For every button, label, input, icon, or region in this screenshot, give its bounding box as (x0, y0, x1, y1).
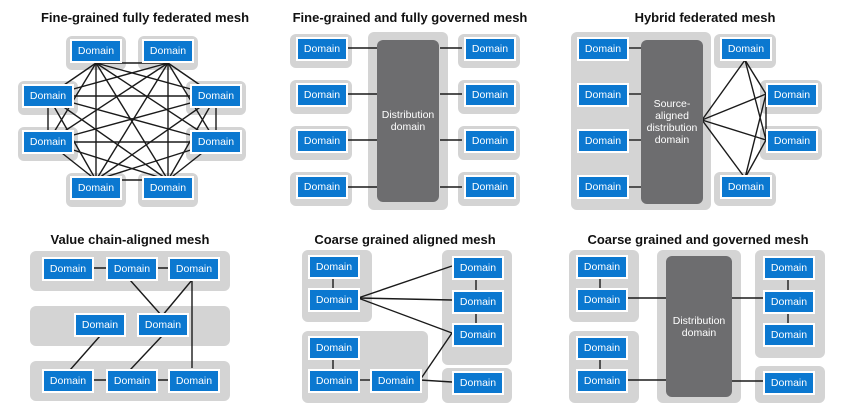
domain-box: Domain (577, 37, 629, 61)
domain-box: Domain (370, 369, 422, 393)
domain-box: Domain (577, 129, 629, 153)
domain-box: Domain (168, 369, 220, 393)
title-fine-grained-governed: Fine-grained and fully governed mesh (292, 10, 528, 25)
domain-box: Domain (763, 371, 815, 395)
distribution-domain: Distribution domain (666, 256, 732, 397)
domain-box: Domain (576, 255, 628, 279)
domain-box: Domain (452, 256, 504, 280)
title-hybrid-federated: Hybrid federated mesh (634, 10, 776, 25)
title-fine-grained-federated: Fine-grained fully federated mesh (40, 10, 250, 25)
domain-box: Domain (452, 371, 504, 395)
domain-box: Domain (464, 175, 516, 199)
domain-box: Domain (763, 290, 815, 314)
source-aligned-distribution-domain: Source-aligned distribution domain (641, 40, 703, 204)
domain-box: Domain (296, 129, 348, 153)
domain-box: Domain (22, 84, 74, 108)
domain-box: Domain (763, 256, 815, 280)
domain-box: Domain (577, 175, 629, 199)
domain-box: Domain (720, 175, 772, 199)
domain-box: Domain (766, 129, 818, 153)
domain-box: Domain (464, 129, 516, 153)
domain-box: Domain (464, 83, 516, 107)
domain-box: Domain (452, 323, 504, 347)
domain-box: Domain (464, 37, 516, 61)
domain-box: Domain (142, 176, 194, 200)
p4-row-mid (30, 306, 230, 346)
domain-box: Domain (296, 83, 348, 107)
domain-box: Domain (70, 39, 122, 63)
domain-box: Domain (190, 84, 242, 108)
domain-box: Domain (308, 255, 360, 279)
domain-box: Domain (74, 313, 126, 337)
domain-box: Domain (190, 130, 242, 154)
domain-box: Domain (296, 37, 348, 61)
domain-box: Domain (576, 336, 628, 360)
title-coarse-governed: Coarse grained and governed mesh (587, 232, 809, 247)
domain-box: Domain (720, 37, 772, 61)
domain-box: Domain (137, 313, 189, 337)
title-coarse-aligned: Coarse grained aligned mesh (314, 232, 496, 247)
domain-box: Domain (308, 369, 360, 393)
domain-box: Domain (452, 290, 504, 314)
domain-box: Domain (70, 176, 122, 200)
domain-box: Domain (42, 369, 94, 393)
domain-box: Domain (577, 83, 629, 107)
domain-box: Domain (142, 39, 194, 63)
title-value-chain: Value chain-aligned mesh (50, 232, 210, 247)
domain-box: Domain (22, 130, 74, 154)
domain-box: Domain (168, 257, 220, 281)
distribution-domain: Distribution domain (377, 40, 439, 202)
domain-box: Domain (308, 336, 360, 360)
domain-box: Domain (106, 257, 158, 281)
domain-box: Domain (308, 288, 360, 312)
domain-box: Domain (42, 257, 94, 281)
domain-box: Domain (106, 369, 158, 393)
domain-box: Domain (296, 175, 348, 199)
domain-box: Domain (763, 323, 815, 347)
domain-box: Domain (576, 369, 628, 393)
domain-box: Domain (576, 288, 628, 312)
domain-box: Domain (766, 83, 818, 107)
